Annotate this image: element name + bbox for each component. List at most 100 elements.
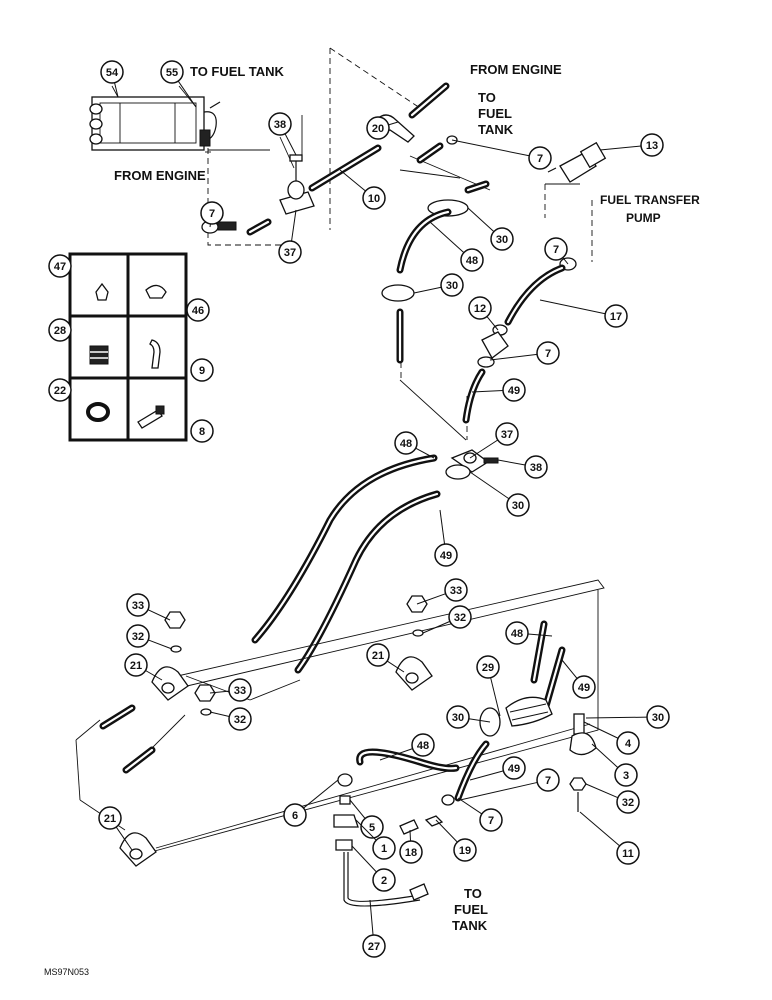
callout-circle [502,378,526,402]
hose-17 [504,257,577,326]
callout-number: 47 [54,261,66,273]
callout-leader [145,670,163,681]
callout-number: 37 [284,247,296,259]
callout-c30e: 30 [585,705,670,729]
callout-c3: 3 [591,743,638,787]
callout-leader [209,690,230,694]
callout-c49a: 49 [471,378,526,402]
callout-leader [429,221,465,253]
callout-leader [386,660,405,673]
callout-circle [186,298,210,322]
callout-leader [469,471,510,500]
callout-leader [439,509,446,545]
callout-circle [160,60,184,84]
callout-c1: 1 [355,819,396,860]
callout-c30a: 30 [467,207,514,251]
callout-number: 21 [372,650,384,662]
callout-number: 30 [652,712,664,724]
callout-circle [604,304,628,328]
callout-leader [409,829,412,842]
callout-leader [416,593,446,605]
callout-c29: 29 [476,655,501,717]
callout-c30b: 30 [413,273,464,297]
text-labels: TO FUEL TANK FROM ENGINE FROM ENGINE TO … [44,62,700,977]
callout-circle [366,643,390,667]
callout-leader [284,133,297,156]
callout-number: 32 [234,714,246,726]
callout-leader [148,639,173,650]
callout-circle [536,768,560,792]
callout-circle [190,419,214,443]
callout-number: 7 [488,815,494,827]
callout-number: 21 [130,660,142,672]
callout-c32b: 32 [422,605,472,634]
label-to-fuel-tank-mid-line1: TO [478,90,496,105]
callout-number: 32 [622,797,634,809]
callout-circle [48,254,72,278]
callout-leader [451,139,530,157]
callout-leader [467,207,495,232]
label-from-engine-left: FROM ENGINE [114,168,206,183]
callout-number: 13 [646,140,658,152]
callout-number: 30 [446,280,458,292]
callout-leader [490,677,501,717]
callout-circle [394,431,418,455]
callout-circle [476,655,500,679]
callout-c7c: 7 [544,237,569,265]
callout-circle [278,240,302,264]
callout-c48d: 48 [379,733,435,761]
callout-circle [460,248,484,272]
callout-circle [505,621,529,645]
callout-circle [544,237,568,261]
callout-leader [579,811,620,847]
callout-leader [459,781,538,801]
callout-circle [228,707,252,731]
callout-circle [48,378,72,402]
callout-circle [495,422,519,446]
callout-c5: 5 [349,799,384,839]
callout-leader [489,353,538,361]
callout-leader [583,721,619,739]
callout-c7a: 7 [451,139,552,170]
callout-leader [539,299,606,315]
nuts-washers [164,595,587,812]
callout-c7d: 7 [489,341,560,365]
tube-27 [335,839,429,907]
callout-leader [435,819,458,843]
callout-c7e: 7 [459,768,560,801]
callout-c8: 8 [190,419,214,443]
callout-number: 37 [501,429,513,441]
callout-circle [98,806,122,830]
callout-number: 48 [417,740,429,752]
callout-number: 10 [368,193,380,205]
label-to-fuel-tank-top: TO FUEL TANK [190,64,285,79]
callout-number: 2 [381,875,387,887]
callout-circle [502,756,526,780]
callout-circle [372,836,396,860]
callout-number: 7 [537,153,543,165]
callout-circle [360,815,384,839]
callout-leader [585,716,648,719]
callout-circle [448,605,472,629]
callout-c6: 6 [283,779,339,827]
callout-c48a: 48 [429,221,484,272]
callout-circle [100,60,124,84]
callout-c21b: 21 [366,643,405,673]
callout-number: 3 [623,770,629,782]
callout-c21a: 21 [124,653,163,681]
callout-leader [351,845,377,873]
callout-leader [468,718,491,723]
callout-number: 18 [405,847,417,859]
callout-number: 4 [625,738,632,750]
callout-leader [469,770,504,781]
callout-c48b: 48 [394,431,435,459]
callout-c2: 2 [351,845,396,892]
label-to-fuel-tank-bottom-line2: FUEL [454,902,488,917]
callout-number: 7 [545,348,551,360]
callout-leader [413,286,442,294]
callout-number: 27 [368,941,380,953]
callout-number: 49 [578,682,590,694]
callout-leader [591,743,619,768]
callout-circle [126,624,150,648]
callout-number: 28 [54,325,66,337]
